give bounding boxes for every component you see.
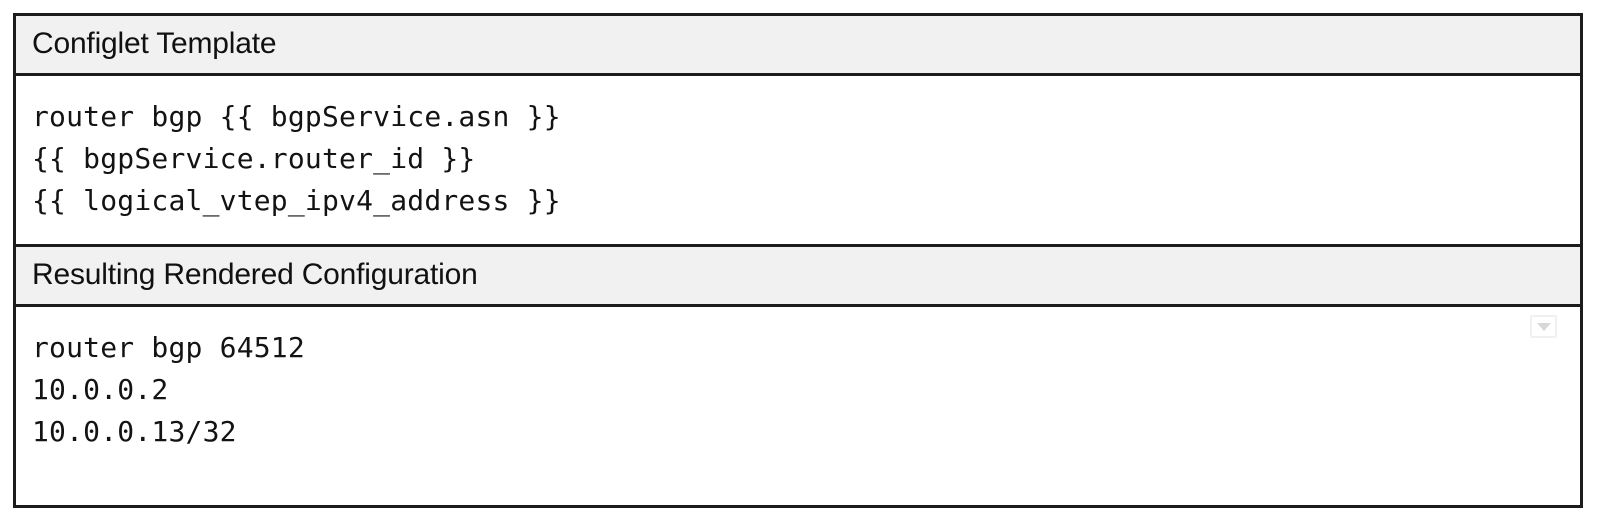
rendered-code-line: router bgp 64512	[32, 331, 305, 364]
configlet-template-header: Configlet Template	[16, 16, 1580, 76]
template-code-line: router bgp {{ bgpService.asn }}	[32, 100, 561, 133]
template-code-line: {{ bgpService.router_id }}	[32, 142, 476, 175]
rendered-configuration-header: Resulting Rendered Configuration	[16, 247, 1580, 307]
rendered-code-line: 10.0.0.2	[32, 373, 169, 406]
caret-down-icon[interactable]	[1530, 315, 1557, 338]
template-code-line: {{ logical_vtep_ipv4_address }}	[32, 184, 561, 217]
configlet-template-body: router bgp {{ bgpService.asn }} {{ bgpSe…	[16, 76, 1580, 247]
caret-down-glyph	[1536, 322, 1551, 331]
configlet-figure: Configlet Template router bgp {{ bgpServ…	[13, 13, 1583, 508]
rendered-configuration-body: router bgp 64512 10.0.0.2 10.0.0.13/32	[16, 307, 1580, 474]
rendered-code-line: 10.0.0.13/32	[32, 415, 237, 448]
